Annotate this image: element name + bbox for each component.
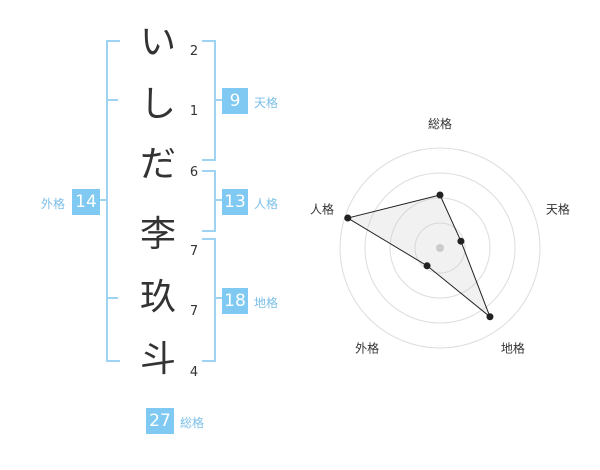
jinkaku-bracket	[202, 170, 216, 232]
gaikaku-badge: 14	[72, 189, 100, 215]
radar-axis-label-4: 外格	[355, 340, 379, 355]
name-char-5: 玖	[139, 277, 176, 318]
name-char-4: 李	[139, 214, 176, 255]
soukaku-label: 総格	[180, 416, 205, 430]
gaikaku-bracket-tick-1	[106, 99, 118, 101]
stroke-count-1: 2	[189, 44, 199, 59]
radar-axis-label-2: 天格	[546, 202, 570, 217]
radar-ring-4	[339, 147, 541, 349]
stroke-count-2: 1	[189, 104, 199, 119]
radar-point-2	[457, 237, 465, 245]
gaikaku-bracket-tick-2	[106, 297, 118, 299]
gaikaku-label: 外格	[41, 197, 66, 211]
chikaku-label: 地格	[254, 296, 279, 310]
stroke-count-5: 7	[189, 304, 199, 319]
radar-point-4	[423, 262, 431, 270]
soukaku-badge: 27	[146, 408, 174, 434]
name-char-1: い	[139, 22, 176, 63]
radar-polygon	[346, 194, 492, 319]
stroke-count-6: 4	[189, 365, 199, 380]
radar-point-1	[436, 191, 444, 199]
gaikaku-bracket	[106, 40, 120, 362]
tenkaku-label: 天格	[254, 96, 279, 110]
chikaku-badge: 18	[222, 288, 248, 314]
chikaku-connector	[214, 297, 222, 299]
stroke-count-3: 6	[189, 165, 199, 180]
jinkaku-badge: 13	[222, 189, 248, 215]
jinkaku-label: 人格	[254, 197, 279, 211]
radar-ring-3	[364, 172, 516, 324]
radar-axis-label-3: 地格	[501, 340, 525, 355]
jinkaku-connector	[214, 199, 222, 201]
tenkaku-badge: 9	[222, 88, 248, 114]
chikaku-bracket	[202, 238, 216, 362]
name-char-3: だ	[139, 144, 176, 185]
stroke-count-4: 7	[189, 244, 199, 259]
radar-point-5	[344, 214, 352, 222]
tenkaku-connector	[214, 99, 222, 101]
name-char-2: し	[139, 84, 176, 125]
radar-point-3	[486, 313, 494, 321]
radar-axis-label-5: 人格	[310, 202, 334, 217]
name-char-6: 斗	[139, 339, 176, 380]
radar-center-dot	[436, 244, 444, 252]
radar-ring-1	[414, 222, 466, 274]
radar-axis-label-1: 総格	[428, 116, 452, 131]
